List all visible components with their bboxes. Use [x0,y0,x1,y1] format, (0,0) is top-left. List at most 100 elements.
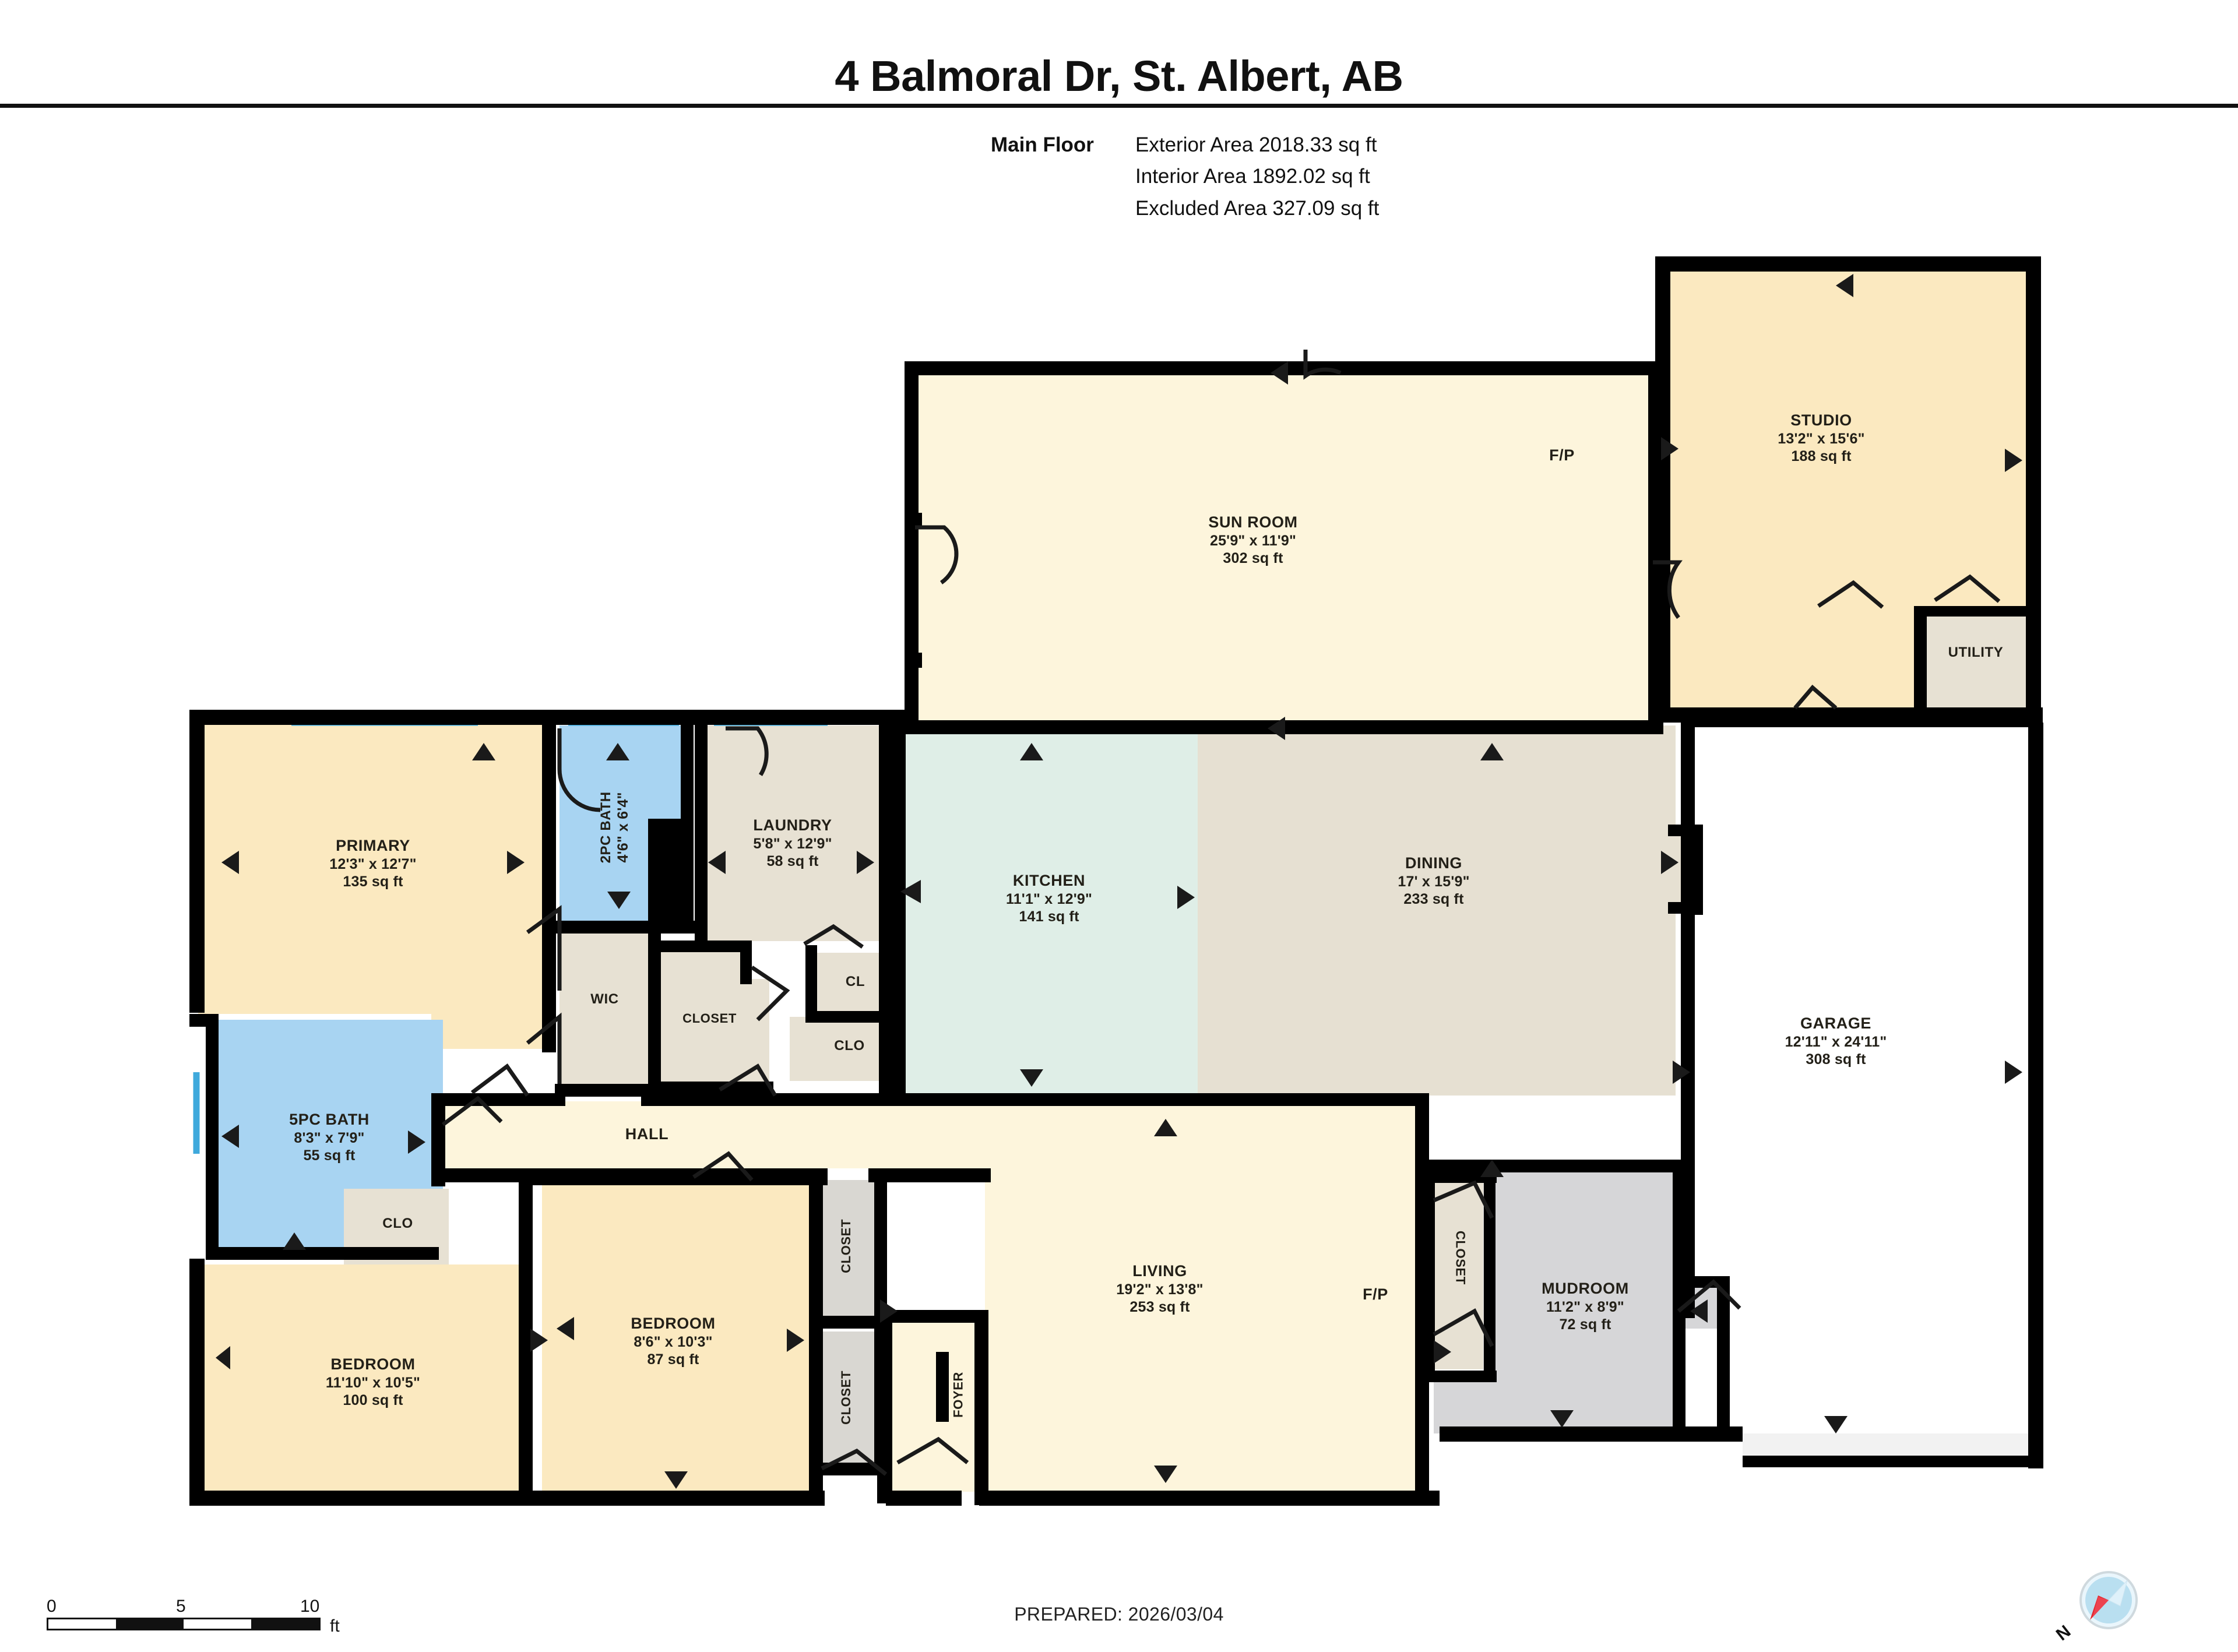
fill-bedroom-left [201,1264,519,1498]
wall-mud-e2 [1673,1323,1685,1439]
dimension-arrows [216,274,2022,1489]
wall-living-n [898,1093,1428,1106]
dim-arrow-icon [1268,717,1285,740]
wall-2pc-e [681,714,694,831]
fill-fp-nook [1492,373,1652,723]
wall-sunroom-w [905,361,919,734]
wall-house-s-mud [1440,1426,1743,1442]
door-swing-icon [441,1096,503,1126]
prepared-date: PREPARED: 2026/03/04 [1014,1604,1224,1625]
wall-closet-s [648,1082,773,1094]
scale-tick-0: 0 [47,1597,57,1616]
wall-dining-jog3 [1690,825,1703,915]
compass-icon [2079,1571,2138,1629]
dim-arrow-icon [1020,743,1043,760]
wall-closet-mud-e [1484,1171,1495,1381]
wall-house-s-living [979,1491,1440,1506]
wall-bedroom-mid-n [519,1171,828,1185]
wall-jamb [905,361,922,372]
dim-arrow-icon [221,851,239,874]
door-swing-icon [470,1063,529,1097]
wall-mud-n [1429,1160,1685,1172]
scale-bar-graphic [47,1618,321,1630]
wall-kitchen-s [893,1093,910,1106]
wall-jamb [905,653,922,668]
fill-closet-mud [1431,1183,1489,1369]
door-swing-icon [1303,350,1342,380]
dim-arrow-icon [1154,1119,1177,1136]
dim-arrow-icon [1550,1410,1574,1428]
scale-tick-10: 10 [300,1597,320,1616]
wall-closet-mud-s [1422,1371,1497,1382]
fill-primary [198,723,542,1049]
fill-kitchen [900,725,1198,1098]
dim-arrow-icon [1836,274,1853,297]
area-summary: Main Floor Exterior Area 2018.33 sq ft I… [991,129,1690,224]
wall-house-s-mid [886,1491,962,1506]
fill-clo-hall [790,1017,892,1081]
door-swing-icon [1677,1279,1741,1313]
wall-closet-jog [740,941,752,984]
fill-sun-room [912,373,1492,723]
door-swing-icon [915,525,959,584]
wall-house-w-lower [189,1259,205,1503]
page-title: 4 Balmoral Dr, St. Albert, AB [835,52,1403,100]
dim-arrow-icon [216,1346,230,1369]
scale-seg [116,1619,184,1629]
door-swing-icon [719,1063,777,1097]
walls [189,256,2043,1506]
area-row: Main Floor Exterior Area 2018.33 sq ft [991,129,1690,161]
dim-arrow-icon [787,1329,804,1352]
wall-garage-n [1681,712,2036,727]
fill-garage [1690,725,2034,1433]
door-swing-icon [526,905,562,991]
wall-garage-e [2028,723,2043,1468]
door-swing-icon [692,1151,754,1182]
door-swing-icon [1793,685,1838,710]
dim-arrow-icon [2005,449,2022,472]
wall-closet-mud-n [1422,1171,1497,1183]
dim-arrow-icon [1690,1299,1708,1323]
wall-studio-e [2026,256,2041,723]
floor-label: Main Floor [991,133,1094,156]
wall-studio-n [1655,256,2040,272]
dim-arrow-icon [857,851,874,874]
door-swing-icon [751,966,790,1022]
scale-tick-5: 5 [176,1597,186,1616]
wall-utility-w [1914,606,1927,717]
dim-arrow-icon [530,1329,548,1352]
wall-utility-n [1914,606,2031,617]
fill-closet-b2 [816,1332,880,1468]
wall-primary-e [542,714,556,1052]
fill-wic [560,932,650,1084]
wall-hall-s2 [868,1168,991,1182]
compass-rose: N [2053,1568,2168,1649]
dim-arrow-icon [507,851,525,874]
wall-bath-w-jog [189,1014,207,1027]
scale-seg [251,1619,319,1629]
dim-arrow-icon [2005,1061,2022,1084]
wall-closet-b-mid [809,1316,888,1329]
dim-arrow-icon [708,851,726,874]
wall-cl-w [805,945,817,1021]
dim-arrow-icon [880,1299,898,1323]
wall-wic-e [648,932,661,1096]
wall-living-jog-w [936,1352,949,1422]
door-swing-icon [1653,560,1683,619]
dim-arrow-icon [607,892,631,909]
dim-arrow-icon [1661,851,1678,874]
dim-arrow-icon [900,880,921,903]
fill-bath-2pc [560,725,688,921]
wall-studio-w [1655,256,1670,723]
fill-living [944,1101,1422,1498]
fill-dining [1198,725,1699,1096]
wall-closet-mud-w [1422,1171,1435,1375]
wall-hall-w [431,1093,445,1186]
wall-foyer-n [877,1310,988,1323]
door-swing-icon [821,1448,888,1476]
wall-mud-jog [1717,1276,1730,1433]
excluded-area: Excluded Area 327.09 sq ft [1135,196,1380,220]
wall-bedroom-mid-e [809,1171,823,1503]
title-divider [0,104,2238,108]
dim-arrow-icon [1434,1340,1451,1364]
